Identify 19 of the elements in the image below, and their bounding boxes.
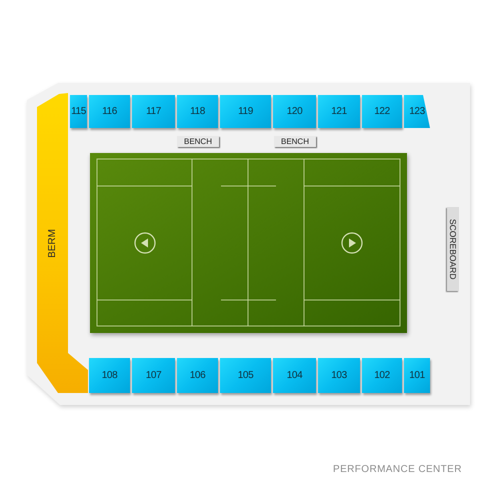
venue-name: PERFORMANCE CENTER <box>333 464 462 475</box>
seating-section: 108 <box>89 358 130 393</box>
seating-section: 122 <box>362 95 402 128</box>
seating-section: 105 <box>220 358 271 393</box>
seating-section: 119 <box>220 95 271 128</box>
seating-section: 116 <box>89 95 130 128</box>
seating-section: 103 <box>318 358 360 393</box>
seating-section: 118 <box>177 95 218 128</box>
bench-area: BENCH <box>274 136 316 147</box>
seating-section: 104 <box>273 358 316 393</box>
seating-section: 107 <box>132 358 175 393</box>
seating-section: 106 <box>177 358 218 393</box>
scoreboard: SCOREBOARD <box>447 207 459 291</box>
seating-section: 120 <box>273 95 316 128</box>
seating-section: 121 <box>318 95 360 128</box>
seating-section: 117 <box>132 95 175 128</box>
seating-section: 101 <box>404 358 430 393</box>
bench-area: BENCH <box>177 136 219 147</box>
seating-section: 102 <box>362 358 402 393</box>
